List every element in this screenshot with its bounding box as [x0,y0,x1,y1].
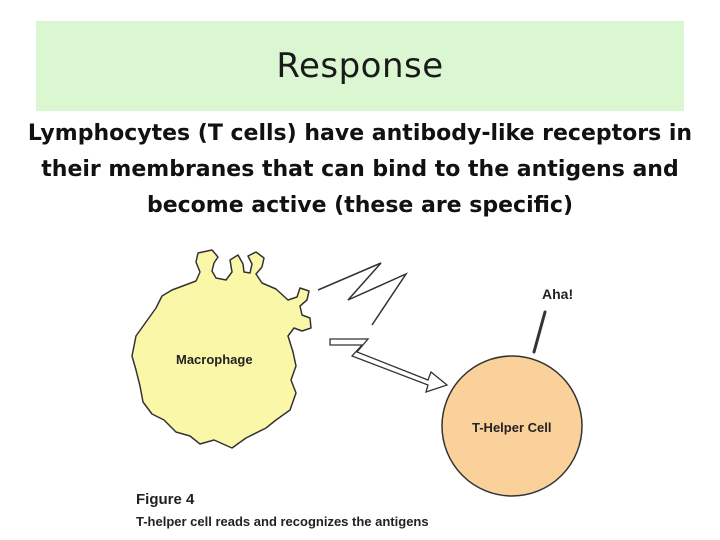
macrophage-cell [131,249,312,449]
signal-arrow [329,338,449,394]
title-banner: Response [36,21,684,111]
signal-zigzag [317,262,409,326]
t-helper-cell-label: T-Helper Cell [472,420,551,435]
body-text: Lymphocytes (T cells) have antibody-like… [0,116,720,224]
body-line-1: Lymphocytes (T cells) have antibody-like… [27,121,693,146]
exclamation-text: Aha! [542,286,573,302]
macrophage-label: Macrophage [176,352,253,367]
body-line-3: become active (these are specific) [146,193,574,218]
figure-number: Figure 4 [136,491,195,508]
body-line-2: their membranes that can bind to the ant… [41,157,679,182]
slide-title: Response [276,46,444,86]
t-helper-cell [441,355,583,497]
exclamation-pointer [532,310,547,354]
figure-caption: T-helper cell reads and recognizes the a… [136,514,429,529]
